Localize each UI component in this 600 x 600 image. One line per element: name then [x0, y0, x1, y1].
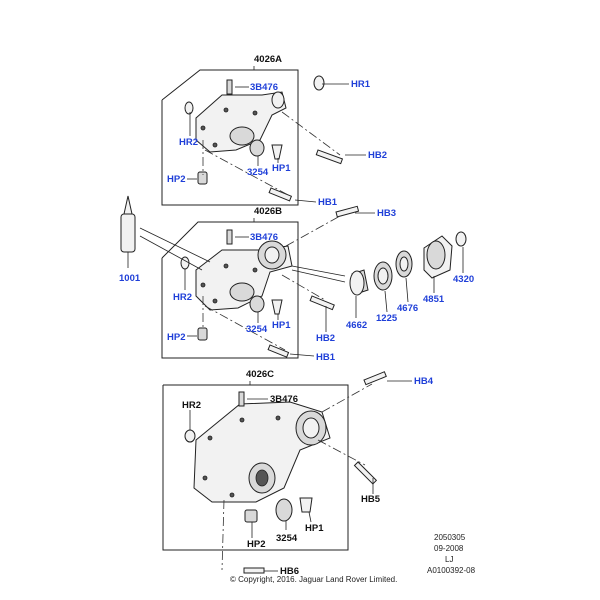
assembly-frame — [161, 221, 299, 359]
label-1001: 1001 — [119, 273, 141, 284]
bolt-hb6[interactable] — [243, 567, 265, 574]
breather-3b476-a[interactable] — [226, 79, 233, 95]
bolt-hb5[interactable] — [353, 461, 378, 485]
label-4676: 4676 — [397, 303, 418, 314]
label-4662: 4662 — [346, 320, 367, 331]
label-3254: 3254 — [247, 167, 269, 178]
differential-housing-b[interactable] — [195, 240, 293, 311]
assembly-frame — [162, 384, 349, 551]
label-hp2: HP2 — [167, 332, 185, 343]
plug-hp2-c[interactable] — [244, 509, 258, 523]
label-hb5: HB5 — [361, 494, 381, 505]
label-3b476: 3B476 — [250, 82, 278, 93]
plug-hp1-b[interactable] — [271, 299, 283, 315]
date-code: 09-2008 — [434, 544, 464, 553]
label-4851: 4851 — [423, 294, 445, 305]
label-3254: 3254 — [276, 533, 298, 544]
label-hp2: HP2 — [247, 539, 265, 550]
seal-hr1-a[interactable] — [313, 75, 325, 91]
author-initials: LJ — [445, 555, 453, 564]
bolt-hb1-b[interactable] — [267, 344, 290, 358]
assembly-4026A: 4026A HR1 3B476 HR2 HB2 H — [161, 54, 387, 208]
label-hp1: HP1 — [272, 163, 291, 174]
pinion-parts — [291, 231, 467, 318]
label-4320: 4320 — [453, 274, 474, 285]
label-hp1: HP1 — [272, 320, 291, 331]
image-code: A0100392-08 — [427, 566, 476, 575]
label-3b476: 3B476 — [270, 394, 298, 405]
bolt-hb1-a[interactable] — [268, 187, 293, 202]
label-hb1: HB1 — [316, 352, 336, 363]
nut-4320[interactable] — [455, 231, 467, 247]
assembly-header-4026B: 4026B — [254, 206, 282, 217]
breather-3b476-b[interactable] — [226, 229, 233, 245]
label-hr1: HR1 — [351, 79, 371, 90]
bolt-hb2-b[interactable] — [309, 295, 335, 311]
plug-hp1-c[interactable] — [299, 497, 313, 513]
bolt-hb3[interactable] — [335, 205, 360, 218]
bolt-hb2-a[interactable] — [315, 149, 344, 165]
label-hb1: HB1 — [318, 197, 338, 208]
label-hb2: HB2 — [368, 150, 387, 161]
copyright: © Copyright, 2016. Jaguar Land Rover Lim… — [230, 575, 397, 584]
plug-hp1-a[interactable] — [271, 144, 283, 160]
label-3254: 3254 — [246, 324, 268, 335]
label-3b476: 3B476 — [250, 232, 278, 243]
label-hp2: HP2 — [167, 174, 185, 185]
footer-info: 2050305 09-2008 LJ A0100392-08 © Copyrig… — [230, 533, 476, 584]
seal-3254-c[interactable] — [275, 498, 293, 522]
assembly-4026B: 4026B HB3 3B476 HR2 HP — [161, 205, 396, 363]
bolt-hb4[interactable] — [363, 371, 387, 386]
breather-3b476-c[interactable] — [238, 391, 245, 407]
sealant-1001[interactable] — [120, 195, 136, 268]
seal-hr2-a[interactable] — [184, 101, 194, 115]
differential-housing-a[interactable] — [195, 91, 287, 153]
assembly-header-4026C: 4026C — [246, 369, 274, 380]
label-hr2: HR2 — [179, 137, 198, 148]
spacer-4662-face — [349, 270, 365, 296]
label-hb3: HB3 — [377, 208, 396, 219]
assembly-4026C: 4026C HB4 3B476 H — [162, 369, 434, 577]
label-hp1: HP1 — [305, 523, 324, 534]
seal-3254-a[interactable] — [249, 139, 265, 157]
label-hb6: HB6 — [280, 566, 299, 577]
assembly-frame — [161, 69, 299, 206]
label-hb2: HB2 — [316, 333, 335, 344]
plug-hp2-a[interactable] — [197, 171, 208, 185]
label-hr2: HR2 — [182, 400, 201, 411]
ref-number: 2050305 — [434, 533, 466, 542]
assembly-header-4026A: 4026A — [254, 54, 282, 65]
plug-hp2-b[interactable] — [197, 327, 208, 341]
label-hb4: HB4 — [414, 376, 434, 387]
label-hr2: HR2 — [173, 292, 192, 303]
differential-housing-c[interactable] — [193, 401, 331, 503]
seal-hr2-c[interactable] — [184, 429, 196, 443]
seal-3254-b[interactable] — [249, 295, 265, 313]
label-1225: 1225 — [376, 313, 398, 324]
